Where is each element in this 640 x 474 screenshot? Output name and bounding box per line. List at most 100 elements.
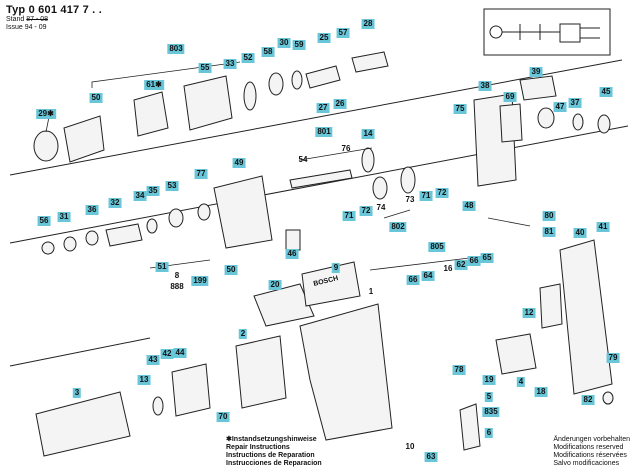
- part-label[interactable]: 9: [331, 263, 341, 273]
- part-label[interactable]: 34: [133, 191, 147, 201]
- part-label[interactable]: 50: [89, 93, 103, 103]
- part-label[interactable]: 38: [478, 81, 492, 91]
- part-label[interactable]: 42: [160, 349, 174, 359]
- part-label[interactable]: 10: [405, 442, 415, 451]
- part-label[interactable]: 801: [315, 127, 333, 137]
- part-label[interactable]: 61✱: [144, 80, 164, 90]
- plain-part-label[interactable]: 888: [170, 282, 184, 291]
- wiring-schematic: [483, 8, 611, 56]
- part-label[interactable]: 51: [155, 262, 169, 272]
- part-label[interactable]: 36: [85, 205, 99, 215]
- part-label[interactable]: 39: [529, 67, 543, 77]
- part-label[interactable]: 27: [316, 103, 330, 113]
- part-label[interactable]: 835: [482, 407, 500, 417]
- part-label[interactable]: 54: [298, 155, 308, 164]
- part-label[interactable]: 80: [542, 211, 556, 221]
- note-en: Repair Instructions: [226, 444, 290, 451]
- part-label[interactable]: 52: [241, 53, 255, 63]
- part-label[interactable]: 81: [542, 227, 556, 237]
- part-label[interactable]: 802: [389, 222, 407, 232]
- part-label[interactable]: 13: [137, 375, 151, 385]
- part-label[interactable]: 25: [317, 33, 331, 43]
- part-label[interactable]: 71: [342, 211, 356, 221]
- part-label[interactable]: 74: [376, 203, 386, 212]
- part-label[interactable]: 32: [108, 198, 122, 208]
- part-shapes: [33, 51, 614, 457]
- part-label[interactable]: 58: [261, 47, 275, 57]
- part-label[interactable]: 28: [361, 19, 375, 29]
- part-label[interactable]: 63: [424, 452, 438, 462]
- part-label[interactable]: 77: [194, 169, 208, 179]
- part-label[interactable]: 53: [165, 181, 179, 191]
- typ-label: Typ: [6, 4, 26, 16]
- part-label[interactable]: 56: [37, 216, 51, 226]
- part-label[interactable]: 45: [599, 87, 613, 97]
- part-label[interactable]: 18: [534, 387, 548, 397]
- part-label[interactable]: 20: [268, 280, 282, 290]
- modifications-notice: Änderungen vorbehalten Modifications res…: [553, 436, 630, 468]
- part-label[interactable]: 16: [443, 264, 453, 273]
- part-label[interactable]: 44: [173, 348, 187, 358]
- part-label[interactable]: 66: [406, 275, 420, 285]
- part-label[interactable]: 57: [336, 28, 350, 38]
- part-label[interactable]: 59: [292, 40, 306, 50]
- note-es: Instrucciones de Reparacion: [226, 460, 322, 467]
- part-label[interactable]: 72: [359, 206, 373, 216]
- part-label[interactable]: 82: [581, 395, 595, 405]
- part-label[interactable]: 71: [419, 191, 433, 201]
- part-label[interactable]: 49: [232, 158, 246, 168]
- stand-value: 87 - 08: [26, 16, 49, 23]
- part-label[interactable]: 64: [421, 271, 435, 281]
- part-label[interactable]: 70: [216, 412, 230, 422]
- part-label[interactable]: 50: [224, 265, 238, 275]
- type-line: Typ 0 601 417 7 . .: [6, 4, 102, 16]
- part-label[interactable]: 803: [167, 44, 185, 54]
- part-label[interactable]: 55: [198, 63, 212, 73]
- part-label[interactable]: 4: [516, 377, 526, 387]
- part-label[interactable]: 14: [361, 129, 375, 139]
- part-label[interactable]: 2: [238, 329, 248, 339]
- part-label[interactable]: 48: [462, 201, 476, 211]
- part-label[interactable]: 37: [568, 98, 582, 108]
- part-label[interactable]: 29✱: [36, 109, 56, 119]
- part-label[interactable]: 5: [484, 392, 494, 402]
- part-label[interactable]: 47: [553, 102, 567, 112]
- part-label[interactable]: 73: [405, 195, 415, 204]
- part-label[interactable]: 65: [480, 253, 494, 263]
- issue-label: Issue: [6, 24, 23, 31]
- part-label[interactable]: 31: [57, 212, 71, 222]
- part-label[interactable]: 43: [146, 355, 160, 365]
- part-label[interactable]: 40: [573, 228, 587, 238]
- note-fr: Instructions de Reparation: [226, 452, 315, 459]
- part-label[interactable]: 46: [285, 249, 299, 259]
- part-number: 0 601 417 7 . .: [28, 4, 102, 16]
- part-label[interactable]: 805: [428, 242, 446, 252]
- part-label[interactable]: 76: [341, 144, 351, 153]
- part-label[interactable]: 66: [467, 256, 481, 266]
- part-label[interactable]: 26: [333, 99, 347, 109]
- part-label[interactable]: 75: [453, 104, 467, 114]
- part-label[interactable]: 62: [454, 260, 468, 270]
- plain-part-label[interactable]: 1: [368, 287, 374, 296]
- mod-de: Änderungen vorbehalten: [553, 436, 630, 443]
- plain-part-label[interactable]: 8: [174, 271, 180, 280]
- plain-part-label[interactable]: 199: [191, 276, 209, 286]
- stand-label: Stand: [6, 16, 25, 23]
- stand-line: Stand 87 - 08: [6, 16, 102, 24]
- part-label[interactable]: 33: [223, 59, 237, 69]
- part-label[interactable]: 35: [146, 186, 160, 196]
- part-label[interactable]: 69: [503, 92, 517, 102]
- part-label[interactable]: 79: [606, 353, 620, 363]
- part-label[interactable]: 6: [484, 428, 494, 438]
- part-label[interactable]: 3: [72, 388, 82, 398]
- note-de: ✱Instandsetzungshinweise: [226, 436, 317, 443]
- part-label[interactable]: 19: [482, 375, 496, 385]
- part-label[interactable]: 41: [596, 222, 610, 232]
- part-label[interactable]: 30: [277, 38, 291, 48]
- issue-line: Issue 94 - 09: [6, 24, 102, 32]
- mod-fr: Modifications réservées: [553, 452, 627, 459]
- part-label[interactable]: 72: [435, 188, 449, 198]
- part-label[interactable]: 78: [452, 365, 466, 375]
- part-label[interactable]: 12: [522, 308, 536, 318]
